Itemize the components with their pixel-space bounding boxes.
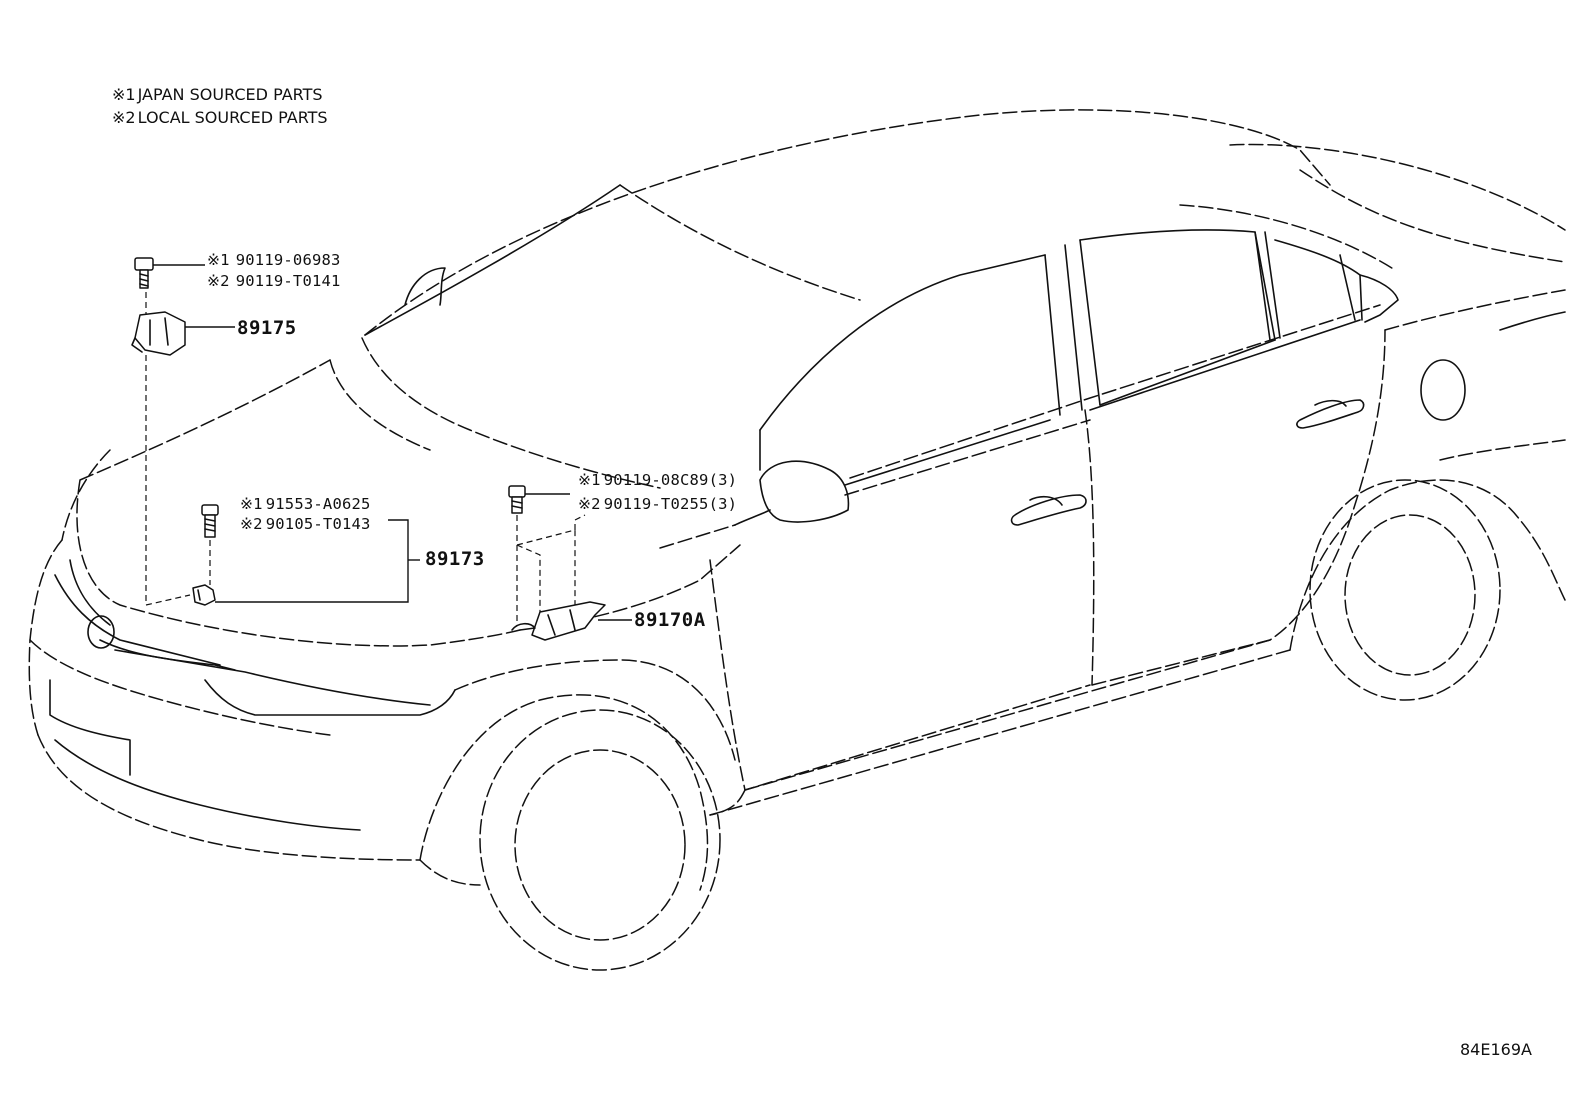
front-tire: [479, 709, 721, 971]
bolt-89175: [134, 257, 154, 289]
part-89175: [131, 311, 186, 356]
part-89170A: [511, 601, 606, 641]
rear-wheel-arch: [1289, 479, 1566, 651]
front-door-outline: [709, 559, 1091, 791]
part-number-89173: 89173: [425, 548, 485, 570]
side-mirror: [759, 460, 850, 523]
part-number-89175: 89175: [237, 317, 297, 339]
front-wheel-arch: [419, 694, 709, 891]
rear-door-outline: [1091, 329, 1386, 686]
front-rim: [514, 749, 686, 941]
windshield-outline: [364, 184, 621, 336]
rear-tire: [1309, 479, 1501, 701]
rear-deck-outline: [1229, 143, 1566, 231]
figure-code: 84E169A: [1460, 1040, 1532, 1059]
hood-outline: [76, 359, 521, 647]
fuel-door: [1420, 359, 1466, 421]
rear-door-handle: [1296, 399, 1365, 429]
bolt-89170A: [508, 485, 526, 514]
front-door-handle: [1010, 494, 1087, 526]
part-89173: [192, 584, 216, 606]
part-number-89170A: 89170A: [634, 609, 706, 631]
bracket-89173: [215, 519, 409, 603]
roof-outline: [364, 109, 1331, 336]
front-bumper-outline: [29, 639, 331, 736]
bolt-89173: [201, 504, 219, 538]
rear-rim: [1344, 514, 1476, 676]
